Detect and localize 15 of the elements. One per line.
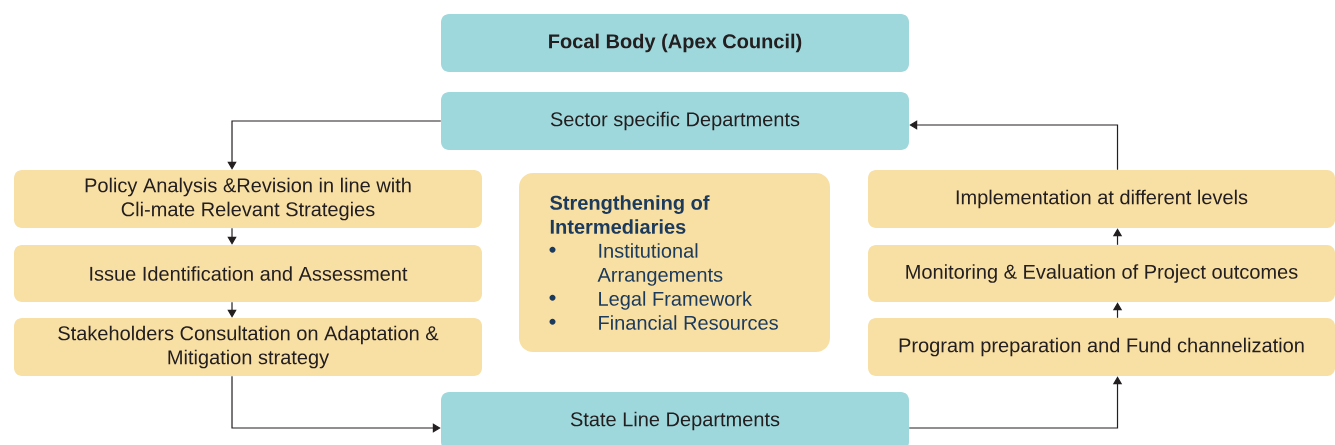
process-box: Implementation at different levels <box>868 170 1335 228</box>
process-box: Policy Analysis &Revision in line with Cli-mate Relevant Strategies <box>14 170 482 228</box>
process-box: Program preparation and Fund channelization <box>868 318 1335 376</box>
process-box: Stakeholders Consultation on Adaptation & Mitigation strategy <box>14 318 482 376</box>
arrow <box>231 375 441 433</box>
process-box: State Line Departments <box>441 392 909 445</box>
arrow <box>909 120 1119 171</box>
process-box: Sector specific Departments <box>441 92 909 150</box>
arrow <box>227 120 442 170</box>
info-box: Strengthening of Intermediaries Institutional Arrangements Legal Framework Financial Resources <box>519 173 830 352</box>
arrow <box>227 227 237 245</box>
process-box: Focal Body (Apex Council) <box>441 14 909 72</box>
process-box: Issue Identification and Assessment <box>14 245 482 302</box>
arrow <box>227 301 237 318</box>
process-box: Monitoring & Evaluation of Project outcomes <box>868 245 1335 302</box>
